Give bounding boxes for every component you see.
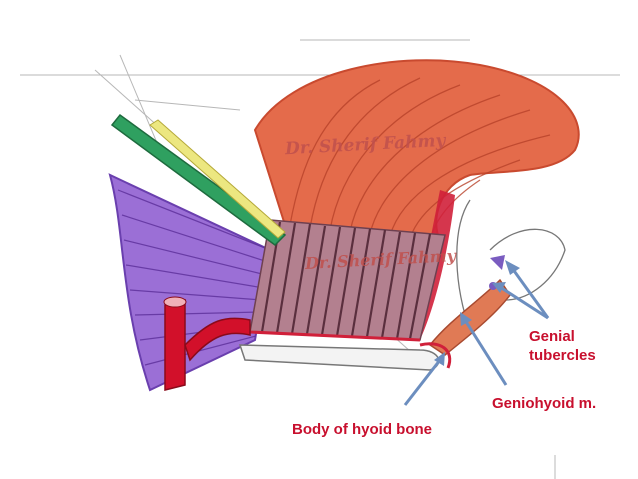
nerve-bands bbox=[110, 113, 287, 246]
pointer-arrows bbox=[403, 267, 550, 406]
lingual-artery bbox=[163, 296, 251, 391]
label-genial-line2: tubercles bbox=[529, 347, 596, 364]
label-genial-tubercles: Genial tubercles bbox=[529, 327, 596, 365]
label-hyoid-body: Body of hyoid bone bbox=[292, 421, 432, 438]
label-genial-line1: Genial bbox=[529, 328, 575, 345]
geniohyoid-muscle bbox=[428, 278, 511, 356]
purple-muscle-fan bbox=[108, 173, 272, 392]
label-geniohyoid: Geniohyoid m. bbox=[492, 395, 597, 412]
arrow-heads bbox=[434, 260, 520, 366]
